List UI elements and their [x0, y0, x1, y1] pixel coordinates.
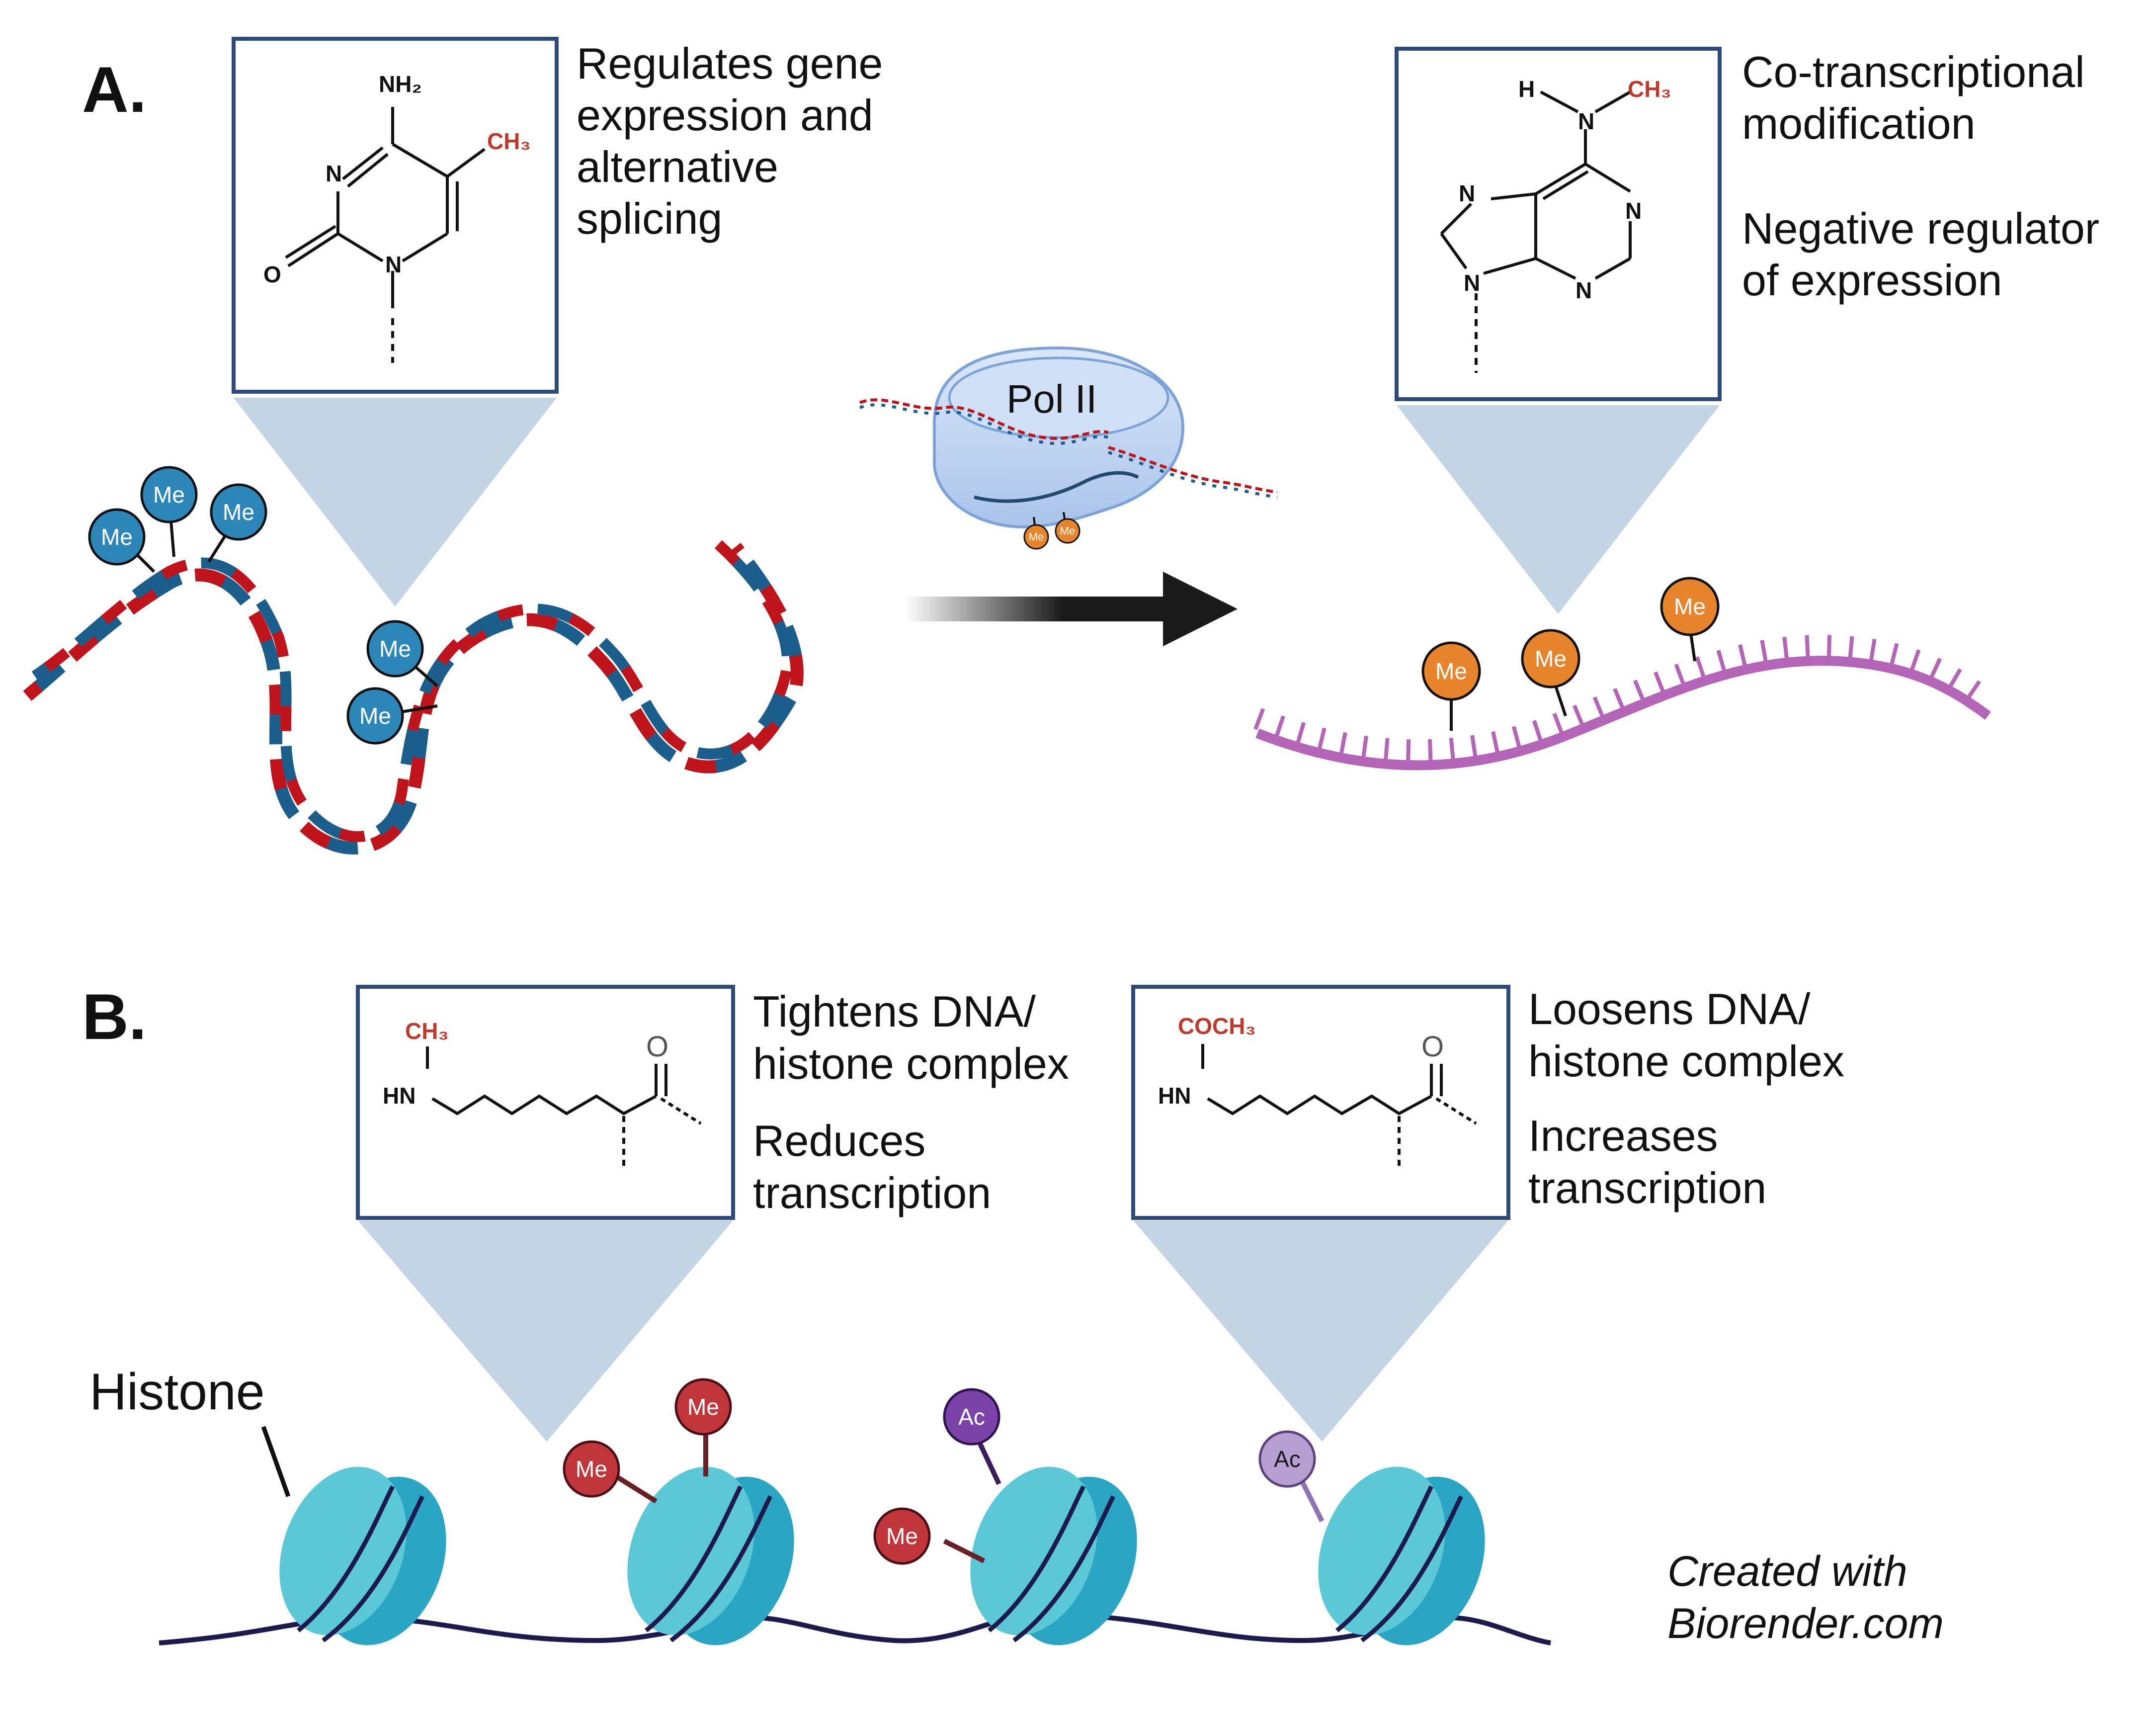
ac-badge: Ac: [1258, 1430, 1316, 1488]
n3-label-rna: N: [1576, 277, 1592, 303]
rna-desc-line-2: modification: [1742, 99, 1976, 148]
rna-desc-line-3: Negative regulator: [1742, 204, 2099, 253]
oxygen-label-ac: O: [1421, 1031, 1444, 1063]
dna-desc-line-1: Regulates gene: [577, 39, 883, 88]
me-badge: Me: [1521, 629, 1580, 689]
n9-label: N: [1464, 270, 1480, 296]
acetyl-lysine-structure: COCH₃ HN O: [1158, 1013, 1477, 1168]
svg-text:Me: Me: [576, 1456, 607, 1482]
ch3-group-label: CH₃: [405, 1018, 449, 1044]
transcription-arrow: [905, 572, 1238, 646]
rna-desc-line-4: of expression: [1742, 256, 2002, 305]
nucleosome: [627, 1467, 794, 1645]
nucleosome: [970, 1467, 1137, 1645]
methyl-lysine-structure: CH₃ HN O: [383, 1018, 702, 1168]
hme-desc-line-4: transcription: [753, 1168, 991, 1217]
svg-text:Me: Me: [1060, 525, 1076, 537]
oxygen-label: O: [263, 261, 281, 287]
ac-badge: Ac: [943, 1388, 1000, 1446]
me-badge: Me: [366, 620, 424, 678]
n1-label: N: [385, 252, 402, 277]
svg-text:Me: Me: [359, 703, 391, 729]
hme-desc-line-2: histone complex: [753, 1039, 1069, 1088]
me-badge: Me: [563, 1440, 620, 1498]
rna-desc-line-1: Co-transcriptional: [1742, 47, 2085, 96]
coch3-group-label: COCH₃: [1178, 1013, 1256, 1039]
svg-text:Ac: Ac: [1274, 1446, 1301, 1472]
svg-text:Me: Me: [223, 499, 254, 525]
hac-desc-line-2: histone complex: [1528, 1036, 1844, 1086]
methyl-label-rna: CH₃: [1628, 76, 1671, 102]
methylcytosine-structure-box: [232, 37, 559, 394]
n3-label: N: [326, 161, 342, 186]
me-badge: Me: [346, 687, 404, 745]
hn-label-ac: HN: [1158, 1083, 1191, 1109]
hac-desc-line-3: Increases: [1528, 1111, 1718, 1160]
pol-ii-complex: Pol II Me Me: [859, 346, 1278, 550]
hac-desc-line-4: transcription: [1528, 1163, 1766, 1212]
me-badge: Me: [210, 483, 267, 541]
histone-marks: Me Me Me Ac Ac: [563, 1378, 1325, 1565]
rna-methylation-description: Co-transcriptional modification Negative…: [1742, 47, 2099, 305]
rna-callout-pointer: [1397, 405, 1720, 614]
nh2-label: NH₂: [379, 71, 422, 97]
oxygen-label-me: O: [646, 1031, 668, 1063]
svg-text:Ac: Ac: [958, 1404, 985, 1430]
panel-b-label: B.: [82, 980, 147, 1053]
dna-double-helix: [23, 537, 804, 855]
me-badge-small: Me: [1023, 524, 1049, 550]
acetyl-lysine-callout-pointer: [1133, 1220, 1508, 1442]
hn-label: HN: [383, 1083, 415, 1109]
credit-line-1: Created with: [1667, 1548, 1907, 1595]
dna-methylation-description: Regulates gene expression and alternativ…: [577, 39, 883, 243]
svg-text:Me: Me: [1535, 646, 1567, 672]
dna-desc-line-3: alternative: [577, 142, 778, 191]
histone-methylation-description: Tightens DNA/ histone complex Reduces tr…: [753, 987, 1069, 1217]
methylcytosine-structure: NH₂ CH₃ N N O: [263, 71, 531, 363]
me-badge: Me: [674, 1378, 732, 1436]
dna-methyl-marks: Me Me Me Me Me: [88, 466, 438, 745]
h-label: H: [1518, 76, 1535, 102]
n6-label: N: [1578, 108, 1594, 134]
methyl-lysine-structure-box: [356, 985, 735, 1220]
me-badge-small: Me: [1055, 518, 1080, 544]
svg-text:Me: Me: [886, 1523, 918, 1549]
n7-label: N: [1459, 180, 1475, 206]
pol-ii-label: Pol II: [1006, 377, 1097, 421]
hme-desc-line-3: Reduces: [753, 1116, 925, 1165]
me-badge: Me: [88, 508, 146, 566]
histone-acetylation-description: Loosens DNA/ histone complex Increases t…: [1528, 984, 1844, 1212]
nucleosome: [279, 1467, 446, 1645]
histone-label-pointer: [261, 1426, 291, 1497]
acetyl-lysine-structure-box: [1131, 985, 1510, 1220]
me-badge: Me: [1660, 577, 1720, 636]
dna-callout-pointer: [234, 398, 557, 606]
credit: Created with Biorender.com: [1667, 1548, 1944, 1647]
histone-label: Histone: [89, 1363, 265, 1421]
n1-label-rna: N: [1625, 198, 1642, 224]
svg-text:Me: Me: [1435, 658, 1467, 684]
svg-text:Me: Me: [687, 1394, 719, 1420]
credit-line-2: Biorender.com: [1667, 1600, 1944, 1647]
svg-text:Me: Me: [379, 636, 411, 662]
me-badge: Me: [1421, 641, 1481, 701]
panel-a-label: A.: [82, 53, 147, 126]
methyl-lysine-callout-pointer: [358, 1220, 733, 1442]
nucleosome: [1318, 1467, 1485, 1645]
mrna-strand: [1253, 635, 1995, 771]
svg-text:Me: Me: [1674, 594, 1706, 619]
me-badge: Me: [140, 466, 198, 523]
svg-text:Me: Me: [1029, 531, 1044, 543]
me-badge: Me: [873, 1507, 931, 1565]
dna-desc-line-4: splicing: [577, 194, 722, 243]
methyladenosine-structure: H N CH₃ N N N N: [1440, 76, 1671, 373]
rna-methyl-marks: Me Me Me: [1421, 577, 1720, 731]
svg-text:Me: Me: [153, 482, 185, 508]
hac-desc-line-1: Loosens DNA/: [1528, 984, 1811, 1034]
svg-text:Me: Me: [101, 524, 133, 550]
methyl-label: CH₃: [487, 128, 531, 154]
hme-desc-line-1: Tightens DNA/: [753, 987, 1036, 1036]
dna-desc-line-2: expression and: [577, 90, 873, 140]
